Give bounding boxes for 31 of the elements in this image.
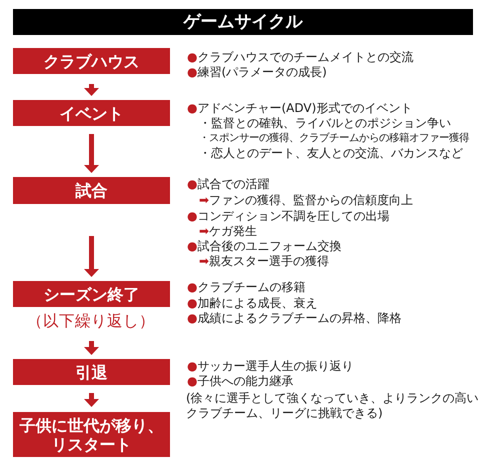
arrow (84, 341, 99, 355)
list-item: ●コンディション不調を圧しての出場 (187, 208, 390, 224)
note-text: (徐々に選手として強くなっていき、よりランクの高いクラブチーム、リーグに挑戦できる) (186, 390, 480, 420)
list-item: ●アドベンチャー(ADV)形式でのイベント (187, 100, 412, 116)
repeat-note: （以下繰り返し） (27, 312, 155, 330)
list-item: ●子供への能力継承 (187, 374, 294, 388)
arrow (84, 236, 99, 277)
list-item: ・恋人とのデート、友人との交流、バカンスなど (199, 146, 463, 160)
step-box: 引退 (13, 359, 170, 385)
list-item: ・監督との確執、ライバルとのポジション争い (199, 116, 451, 130)
list-item: ●成績によるクラブチームの昇格、降格 (187, 310, 402, 326)
step-box: シーズン終了 (13, 281, 170, 307)
arrow (84, 84, 99, 96)
title-bar: ゲームサイクル (13, 9, 473, 35)
step-box: イベント (13, 100, 170, 126)
list-item: ●練習(パラメータの成長) (187, 64, 327, 80)
list-item: ●サッカー選手人生の振り返り (187, 358, 354, 374)
step-box: 子供に世代が移り、リスタート (13, 412, 170, 457)
list-item: ●試合での活躍 (187, 176, 270, 192)
list-item: ●試合後のユニフォーム交換 (187, 238, 342, 254)
list-item: ●クラブチームの移籍 (187, 280, 306, 294)
list-item: ●加齢による成長、衰え (187, 296, 318, 310)
list-item: ➡親友スター選手の獲得 (199, 254, 330, 268)
step-box: クラブハウス (13, 48, 170, 74)
list-item: ➡ケガ発生 (199, 224, 258, 238)
list-item: ・スポンサーの獲得、クラブチームからの移籍オファー獲得 (199, 130, 469, 146)
arrow (84, 393, 99, 407)
list-item: ➡ファンの獲得、監督からの信頼度向上 (199, 192, 414, 208)
step-box: 試合 (13, 177, 170, 204)
arrow (84, 134, 99, 173)
list-item: ●クラブハウスでのチームメイトとの交流 (187, 50, 414, 64)
